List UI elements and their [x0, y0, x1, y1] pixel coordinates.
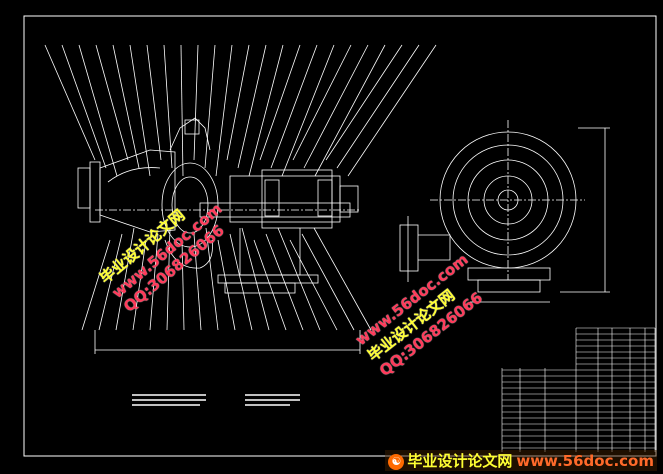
- leader-top: [180, 44, 184, 177]
- inlet-flange-face: [89, 161, 101, 223]
- bearing-right: [317, 179, 333, 217]
- leader-top: [44, 44, 96, 161]
- volute-top: [169, 117, 211, 151]
- leader-top: [95, 44, 129, 161]
- vent-plug: [184, 119, 200, 135]
- leader-bottom: [241, 227, 270, 331]
- bearing-body: [261, 169, 333, 229]
- base-plate: [224, 282, 296, 294]
- leader-bottom: [132, 239, 147, 331]
- leader-top: [292, 44, 352, 161]
- leader-bottom: [181, 239, 185, 331]
- leader-bottom: [313, 227, 372, 331]
- leader-top: [215, 44, 233, 177]
- leader-bottom: [193, 233, 202, 331]
- bearing-housing: [229, 175, 341, 223]
- discharge-nozzle: [418, 234, 451, 261]
- leader-bottom: [301, 233, 355, 331]
- leader-top: [193, 44, 199, 161]
- suction-channel: [107, 167, 161, 183]
- bearing-bracket: [239, 228, 301, 276]
- leader-bottom: [166, 227, 171, 331]
- leader-bottom: [229, 233, 253, 331]
- bill-of-materials-table: [501, 327, 656, 452]
- leader-top: [61, 44, 107, 169]
- logo-site: www.56doc.com: [516, 452, 654, 470]
- leader-top: [237, 44, 267, 169]
- leader-top: [112, 44, 140, 169]
- bearing-left: [264, 179, 280, 217]
- end-view: [399, 120, 610, 303]
- leader-bottom: [253, 239, 287, 331]
- leader-top: [347, 44, 437, 177]
- shaft-coupling: [339, 185, 359, 213]
- end-view-foot: [477, 279, 541, 293]
- leader-top: [226, 44, 250, 161]
- leader-bottom: [115, 227, 135, 331]
- leader-bottom: [98, 233, 123, 331]
- impeller: [171, 176, 209, 234]
- leader-top: [78, 44, 118, 177]
- leader-top: [325, 44, 403, 161]
- part-balloon-leaders: [44, 44, 437, 331]
- leader-top: [270, 44, 318, 169]
- drawing-frame: [23, 15, 657, 457]
- logo-title: 毕业设计论文网: [407, 452, 513, 470]
- logo-icon: ☯: [388, 453, 405, 470]
- leader-bottom: [289, 239, 338, 331]
- leader-bottom: [149, 233, 159, 331]
- sectional-view: [77, 117, 361, 354]
- technical-requirements: [132, 394, 300, 406]
- pump-shaft: [199, 202, 351, 218]
- leader-bottom: [217, 239, 236, 331]
- leader-top: [336, 44, 420, 169]
- inlet-flange: [77, 167, 91, 209]
- pump-casing: [161, 162, 219, 248]
- leader-top: [146, 44, 162, 161]
- leader-top: [248, 44, 284, 177]
- leader-top: [129, 44, 151, 177]
- leader-top: [303, 44, 369, 169]
- lower-volute: [164, 239, 213, 269]
- suction-casing: [99, 149, 176, 233]
- leader-bottom: [205, 227, 219, 331]
- leader-top: [204, 44, 216, 169]
- discharge-flange: [399, 224, 419, 272]
- leader-top: [259, 44, 301, 161]
- leader-top: [163, 44, 173, 169]
- leader-top: [281, 44, 335, 177]
- leader-top: [314, 44, 386, 177]
- leader-bottom: [265, 233, 304, 331]
- leader-bottom: [277, 227, 321, 331]
- leader-bottom: [81, 239, 111, 331]
